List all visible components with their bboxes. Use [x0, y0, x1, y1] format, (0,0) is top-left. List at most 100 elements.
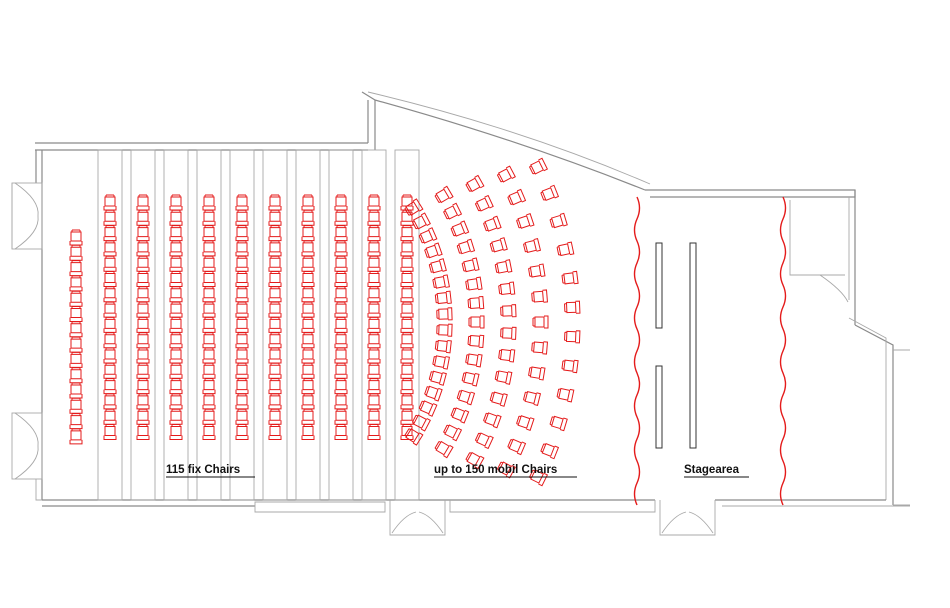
fixed-chair [301, 424, 315, 440]
fixed-chair [103, 332, 117, 349]
mobile-chair [531, 341, 548, 355]
mobile-chair [434, 290, 452, 305]
fixed-chair [334, 393, 348, 410]
mobile-chair [507, 188, 527, 206]
mobile-chair [404, 198, 424, 216]
fixed-chair [301, 332, 315, 349]
fixed-chair [400, 332, 414, 349]
mobile-chair [549, 415, 568, 432]
mobile-chair [498, 348, 516, 363]
mobile-chair [529, 157, 549, 175]
fixed-chair [169, 424, 183, 440]
fixed-chair [136, 332, 150, 349]
fixed-chair [301, 271, 315, 287]
fixed-chair [202, 424, 216, 440]
fixed-chair [334, 316, 348, 333]
fixed-chair [367, 424, 381, 440]
fixed-chair [69, 397, 83, 414]
fixed-chair [235, 286, 249, 303]
left-upper-door [11, 182, 43, 250]
mobile-chair [494, 370, 513, 385]
seating-column-strip [97, 149, 123, 501]
fixed-chair [235, 378, 249, 395]
fixed-chair [400, 347, 414, 364]
fixed-chair [202, 240, 216, 257]
mobile-chair [556, 387, 575, 403]
stage-area [633, 196, 787, 506]
fixed-chair [367, 332, 381, 349]
stage-riser-long [689, 242, 697, 449]
fixed-chair [69, 413, 83, 430]
fixed-chair [169, 408, 183, 425]
fixed-chair [367, 209, 381, 226]
mobile-chairs [404, 157, 581, 487]
mobile-chair [483, 412, 502, 429]
fixed-chair [136, 378, 150, 395]
fixed-chair [301, 362, 315, 379]
stage-curtain-right [779, 196, 787, 506]
fixed-chair [235, 255, 249, 272]
seating-row-dividers [97, 149, 420, 501]
fixed-chair [301, 240, 315, 257]
seating-column-strip [295, 149, 321, 501]
mobile-chair [494, 259, 513, 274]
fixed-chair [235, 362, 249, 379]
stage-riser-lower [655, 365, 663, 449]
mobile-chair [540, 184, 560, 202]
fixed-chair [202, 393, 216, 410]
fixed-chair [103, 286, 117, 303]
fixed-chair [235, 332, 249, 349]
mobile-chair [443, 424, 463, 442]
fixed-chair [169, 362, 183, 379]
mobile-chair [474, 432, 494, 450]
fixed-chair [103, 408, 117, 425]
fixed-chair [400, 424, 414, 440]
mobile-chair [540, 442, 560, 460]
fixed-chairs [69, 194, 414, 445]
mobile-chair [516, 415, 535, 431]
fixed-chair [69, 321, 83, 338]
stage-top-wall [645, 189, 856, 198]
fixed-chair [235, 424, 249, 440]
mobile-chair [456, 389, 476, 406]
fixed-chair [334, 408, 348, 425]
mobile-chair [434, 185, 454, 204]
fixed-chair [202, 255, 216, 272]
fixed-chair [400, 286, 414, 303]
fixed-chair [400, 316, 414, 333]
mobile-chair [450, 407, 470, 424]
fixed-chair [136, 301, 150, 318]
fixed-chair [367, 271, 381, 287]
stage-curtain-left [633, 196, 641, 506]
mobile-chair [450, 220, 470, 237]
fixed-chair [400, 408, 414, 425]
fixed-chair [268, 301, 282, 318]
fixed-chair [367, 225, 381, 242]
fixed-chair [400, 255, 414, 272]
fixed-chair [103, 378, 117, 395]
mobile-chair [418, 227, 438, 244]
fixed-chair [334, 271, 348, 287]
seating-column-strip [163, 149, 189, 501]
fixed-chair [202, 286, 216, 303]
fixed-chair [103, 255, 117, 272]
fixed-chair [268, 240, 282, 257]
fixed-chair [367, 316, 381, 333]
fixed-chair [136, 393, 150, 410]
fixed-chair [169, 209, 183, 226]
fixed-chair [136, 240, 150, 257]
fixed-chair [169, 194, 183, 211]
fixed-chair [334, 209, 348, 226]
mobile-chair [404, 428, 424, 446]
seating-column-strip [229, 149, 255, 501]
mobile-chair [428, 370, 447, 386]
fixed-chair [367, 301, 381, 318]
mobile-chair [432, 355, 450, 370]
mobile-chair [516, 213, 535, 229]
fixed-chair [136, 194, 150, 211]
walls [11, 91, 910, 536]
fixed-chair [136, 408, 150, 425]
partition-top [367, 100, 376, 150]
fixed-chair [268, 347, 282, 364]
fixed-chair [334, 240, 348, 257]
